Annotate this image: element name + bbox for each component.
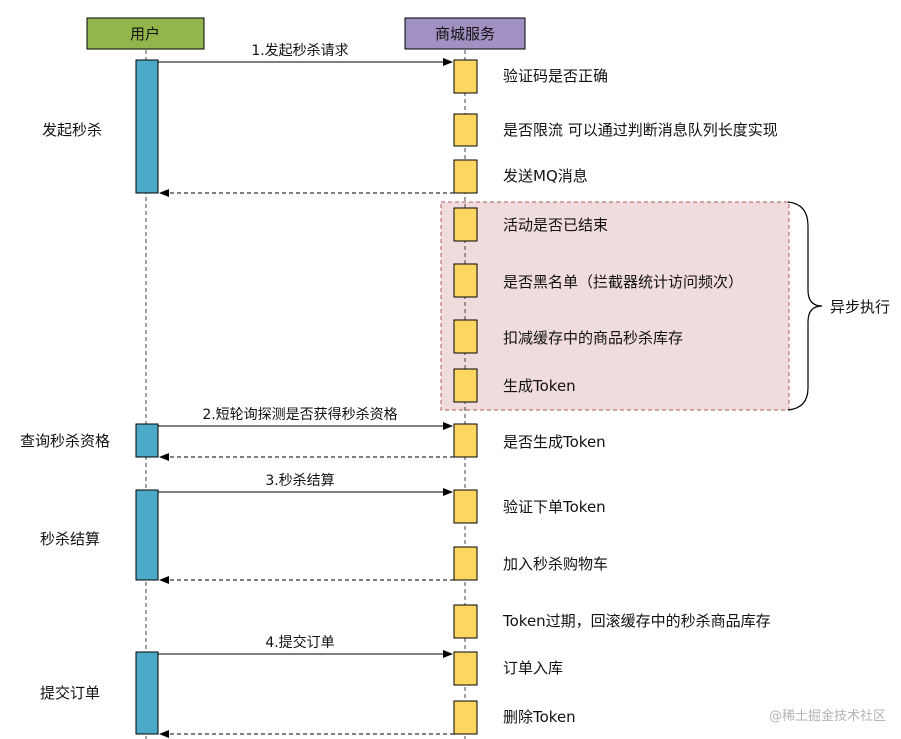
step-label: 是否黑名单（拦截器统计访问频次）: [503, 273, 743, 291]
mall-activation: [453, 207, 478, 242]
mall-participant-label: 商城服务: [435, 25, 495, 43]
mall-activation: [453, 700, 478, 735]
mall-activation: [453, 159, 478, 194]
step-label: 是否生成Token: [503, 433, 606, 451]
async-brace: [787, 201, 823, 411]
step-label: 生成Token: [503, 377, 576, 395]
mall-activation: [453, 263, 478, 298]
message-label: 3.秒杀结算: [265, 473, 334, 489]
user-activation: [135, 59, 159, 194]
user-activation: [135, 651, 159, 735]
mall-activation: [453, 368, 478, 403]
mall-activation: [453, 319, 478, 354]
mall-activation: [453, 546, 478, 581]
user-activations: [135, 59, 159, 735]
step-label: 验证码是否正确: [503, 67, 608, 85]
step-label: 活动是否已结束: [503, 216, 608, 234]
message-label: 2.短轮询探测是否获得秒杀资格: [202, 406, 397, 423]
mall-activation: [453, 59, 478, 94]
step-label: 是否限流 可以通过判断消息队列长度实现: [503, 121, 778, 139]
mall-activation: [453, 604, 478, 639]
step-label: 验证下单Token: [503, 498, 606, 516]
async-label: 异步执行: [830, 298, 890, 316]
phase-label: 提交订单: [40, 684, 100, 702]
step-label: 发送MQ消息: [503, 167, 588, 185]
step-label: 订单入库: [503, 659, 563, 677]
user-participant-label: 用户: [130, 25, 160, 43]
user-activation: [135, 423, 159, 458]
mall-activation: [453, 489, 478, 524]
step-label: 删除Token: [503, 708, 576, 726]
mall-participant-box: [404, 17, 526, 50]
message-label: 1.发起秒杀请求: [251, 43, 348, 59]
user-participant-box: [86, 17, 205, 50]
watermark: @稀土掘金技术社区: [769, 708, 886, 724]
mall-activation: [453, 651, 478, 686]
message-label: 4.提交订单: [265, 634, 334, 651]
user-activation: [135, 489, 159, 581]
mall-activation: [453, 423, 478, 458]
phase-label: 发起秒杀: [42, 121, 102, 139]
async-region: [440, 201, 790, 411]
phase-label: 查询秒杀资格: [20, 432, 110, 450]
phase-label: 秒杀结算: [40, 530, 100, 548]
step-label: 加入秒杀购物车: [503, 555, 608, 573]
mall-activation: [453, 113, 478, 147]
mall-activations: [453, 59, 478, 735]
step-label: Token过期，回滚缓存中的秒杀商品库存: [502, 612, 771, 630]
step-label: 扣减缓存中的商品秒杀库存: [503, 329, 683, 347]
